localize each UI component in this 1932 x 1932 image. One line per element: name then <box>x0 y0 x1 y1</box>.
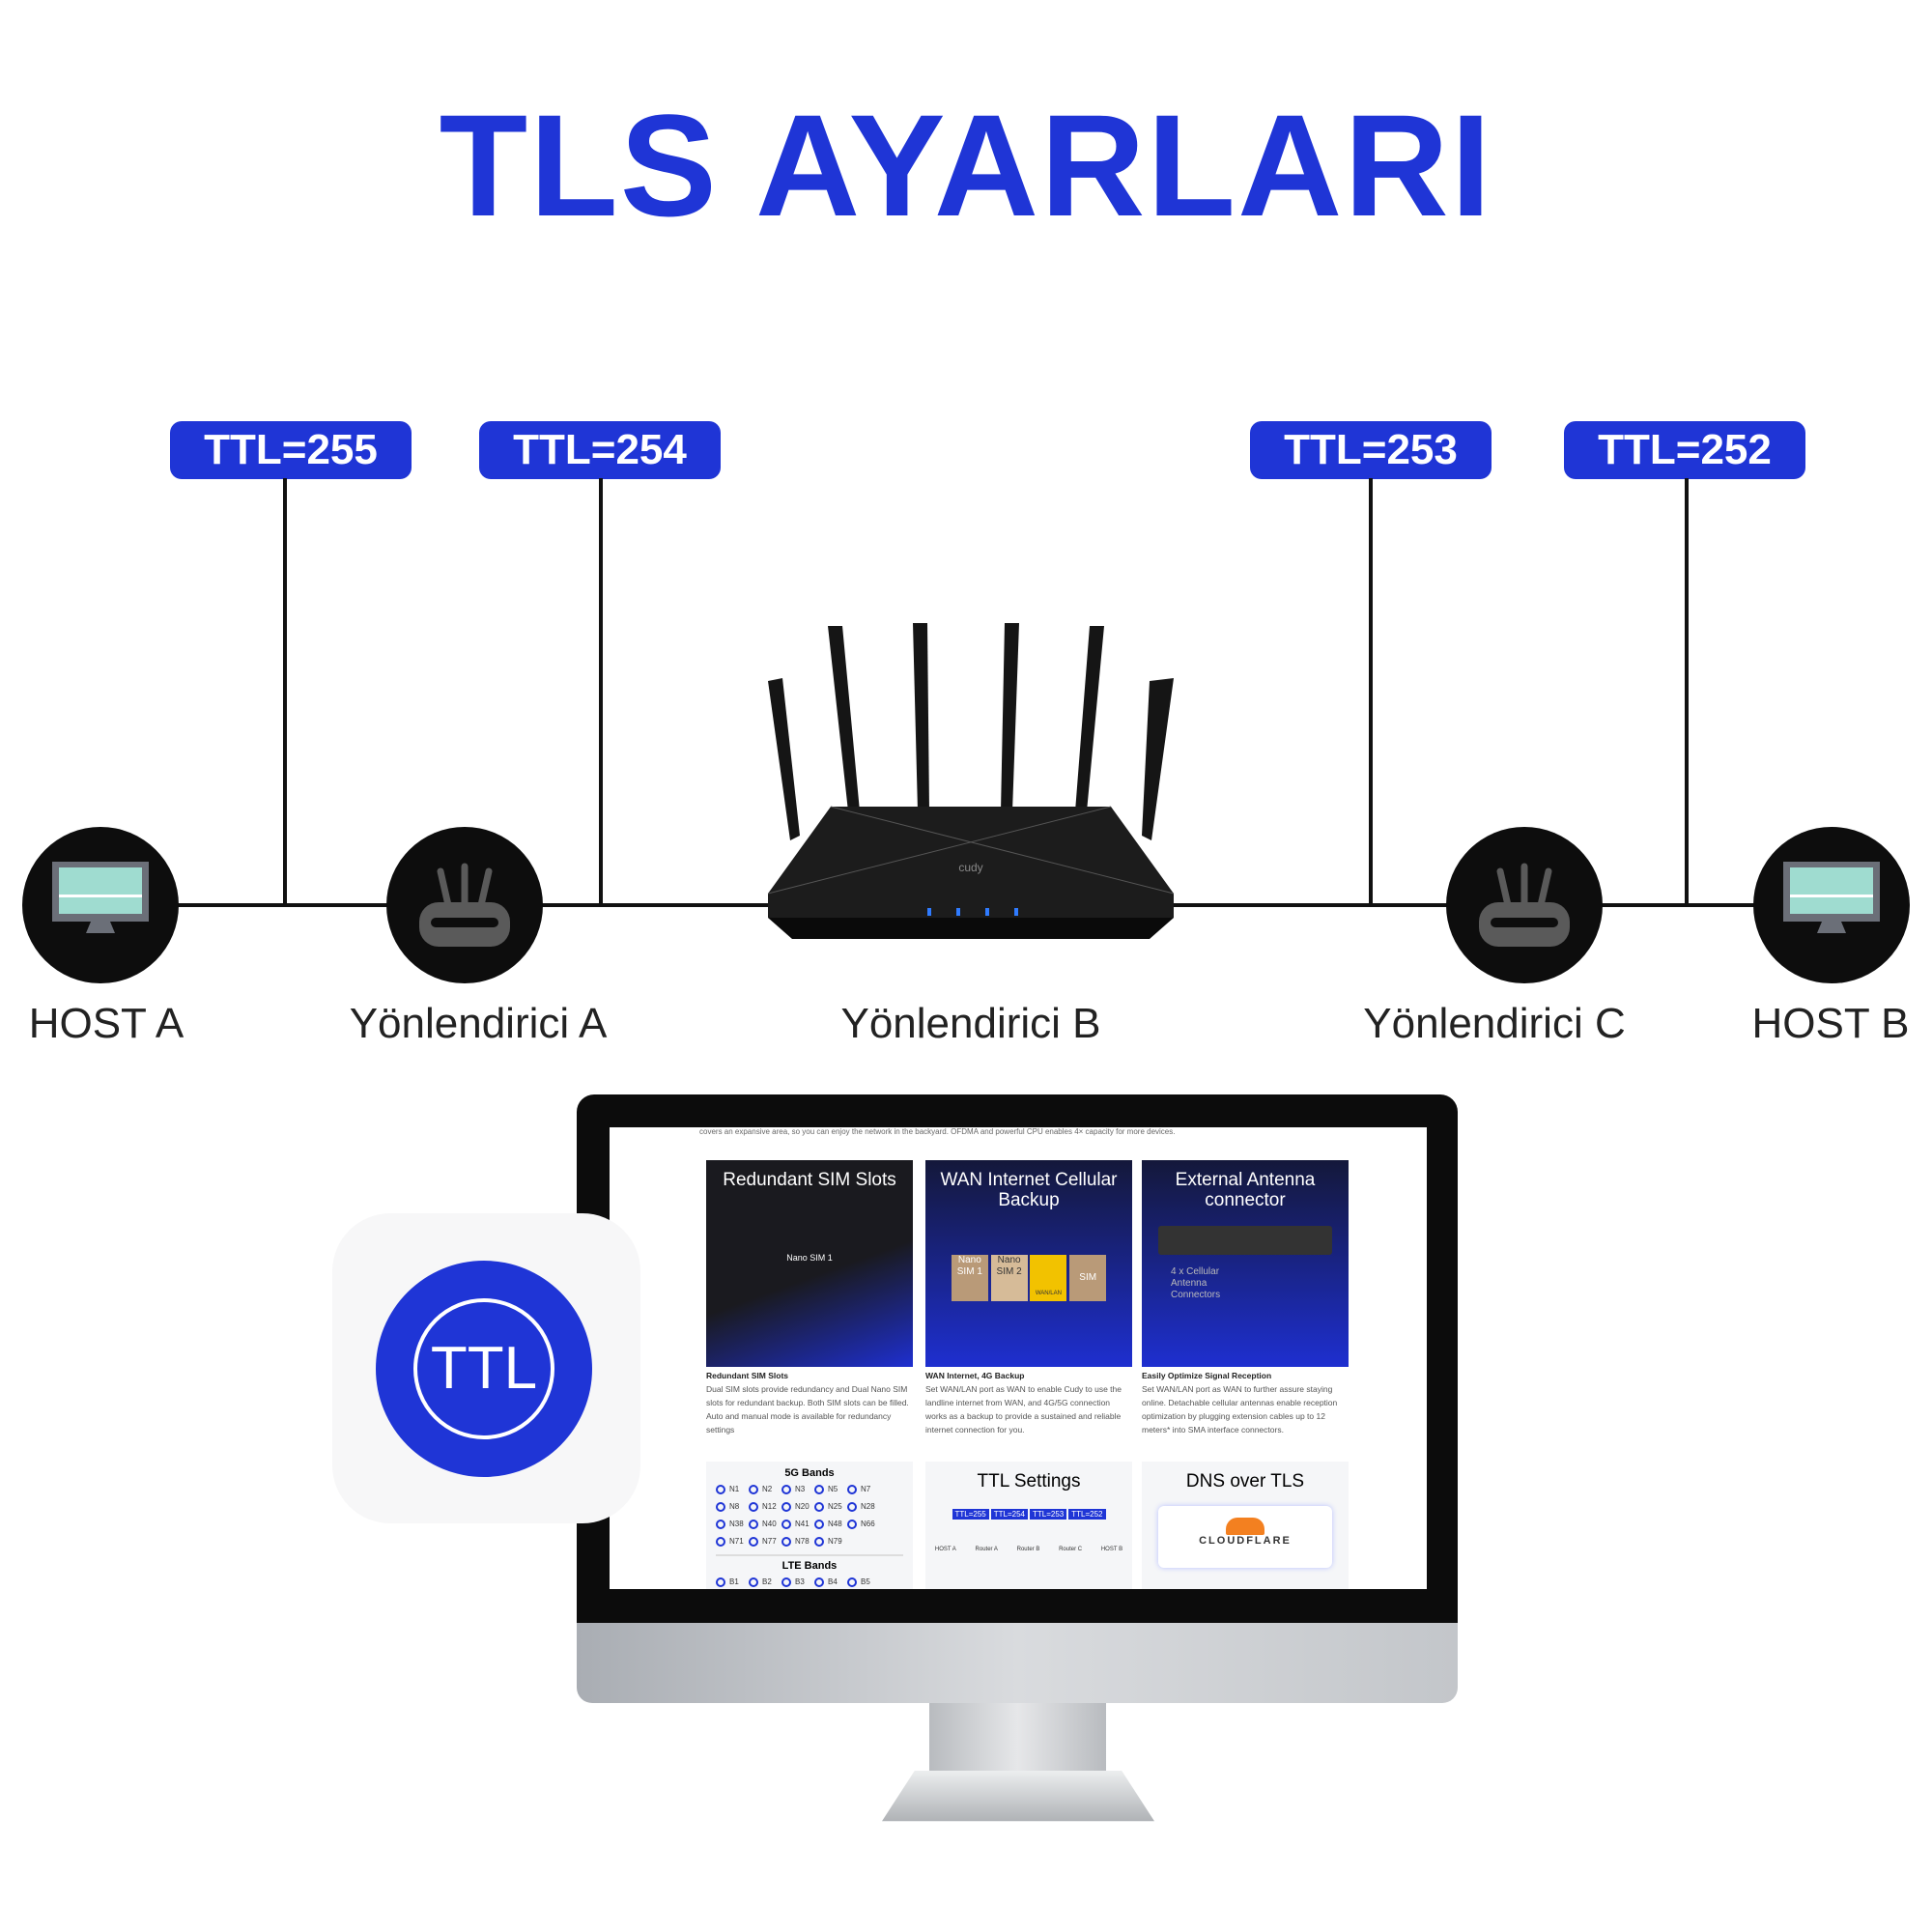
bands-title: 5G Bands <box>784 1467 835 1479</box>
feature-card-sim: Redundant SIM Slots Nano SIM 1 <box>706 1160 913 1367</box>
band-item: B5 <box>847 1577 880 1587</box>
band-item: B2 <box>749 1577 781 1587</box>
band-item: N8 <box>716 1502 749 1512</box>
host-a-node <box>22 827 179 983</box>
router-icon <box>1479 863 1570 947</box>
router-icon <box>419 863 510 947</box>
lte-title: LTE Bands <box>716 1554 903 1572</box>
band-item: B4 <box>814 1577 847 1587</box>
node-label: Yönlendirici B <box>840 1000 1101 1047</box>
band-item: N48 <box>814 1520 847 1529</box>
monitor-stand <box>929 1703 1106 1771</box>
sim-card: SIM <box>1069 1255 1107 1301</box>
cloudflare-logo: CLOUDFLARE <box>1158 1506 1332 1568</box>
band-item: N78 <box>781 1537 814 1547</box>
band-item: N41 <box>781 1520 814 1529</box>
caption-body: Set WAN/LAN port as WAN to further assur… <box>1142 1384 1338 1435</box>
card-title: Redundant SIM Slots <box>723 1170 896 1190</box>
node-label: HOST A <box>28 1000 185 1047</box>
band-item: N66 <box>847 1520 880 1529</box>
mini-node: Router C <box>1059 1547 1083 1552</box>
band-item: N28 <box>847 1502 880 1512</box>
band-item: N2 <box>749 1485 781 1494</box>
band-item: N5 <box>814 1485 847 1494</box>
dns-card: DNS over TLS CLOUDFLARE <box>1142 1462 1349 1589</box>
nano-sim-1: Nano SIM 1 <box>951 1255 988 1301</box>
connector-line <box>1685 478 1689 907</box>
mini-badge: TTL=255 <box>952 1509 989 1520</box>
mini-badge: TTL=253 <box>1030 1509 1067 1520</box>
band-item: N25 <box>814 1502 847 1512</box>
router-a-node <box>386 827 543 983</box>
mini-node: HOST A <box>934 1547 956 1552</box>
router-b-image: cudy <box>767 623 1175 939</box>
band-item: N38 <box>716 1520 749 1529</box>
feature-card-wan: WAN Internet Cellular Backup Nano SIM 1 … <box>925 1160 1132 1367</box>
monitor-screen: covers an expansive area, so you can enj… <box>610 1127 1427 1589</box>
monitor-chin <box>577 1623 1458 1703</box>
node-label: Yönlendirici C <box>1363 1000 1626 1047</box>
cloudflare-text: CLOUDFLARE <box>1199 1535 1292 1547</box>
antenna-label: 4 x Cellular Antenna Connectors <box>1171 1266 1221 1300</box>
mini-node: HOST B <box>1100 1547 1123 1552</box>
band-item: B3 <box>781 1577 814 1587</box>
dns-title: DNS over TLS <box>1185 1471 1305 1492</box>
router-c-node <box>1446 827 1603 983</box>
band-item: B1 <box>716 1577 749 1587</box>
node-label: Yönlendirici A <box>349 1000 608 1047</box>
ttl-app-label: TTL <box>413 1298 554 1439</box>
connector-line <box>283 478 287 907</box>
caption-heading: Redundant SIM Slots <box>706 1371 788 1380</box>
intro-text: covers an expansive area, so you can enj… <box>699 1127 1176 1136</box>
ttl-badge: TTL=255 <box>170 421 412 479</box>
nano-sim-2: Nano SIM 2 <box>990 1255 1028 1301</box>
card-title: WAN Internet Cellular Backup <box>940 1170 1118 1210</box>
node-label: HOST B <box>1751 1000 1910 1047</box>
computer-icon <box>52 862 149 933</box>
ttl-badge: TTL=253 <box>1250 421 1492 479</box>
mini-node: Router A <box>975 1547 998 1552</box>
band-item: N79 <box>814 1537 847 1547</box>
band-item: N1 <box>716 1485 749 1494</box>
band-item: N40 <box>749 1520 781 1529</box>
ttl-badge: TTL=254 <box>479 421 721 479</box>
band-item: N77 <box>749 1537 781 1547</box>
mini-badge: TTL=254 <box>990 1509 1028 1520</box>
feature-card-antenna: External Antenna connector 4 x Cellular … <box>1142 1160 1349 1367</box>
wan-lan-port: WAN/LAN <box>1030 1255 1067 1301</box>
connector-line <box>599 478 603 907</box>
caption-heading: Easily Optimize Signal Reception <box>1142 1371 1272 1380</box>
band-item: N3 <box>781 1485 814 1494</box>
band-item: N12 <box>749 1502 781 1512</box>
band-item: N20 <box>781 1502 814 1512</box>
router-brand: cudy <box>958 861 982 874</box>
caption-heading: WAN Internet, 4G Backup <box>925 1371 1025 1380</box>
sim-label: Nano SIM 1 <box>786 1253 833 1263</box>
mini-node: Router B <box>1016 1547 1040 1552</box>
page-title: TLS AYARLARI <box>439 84 1493 246</box>
band-item: N71 <box>716 1537 749 1547</box>
caption-body: Dual SIM slots provide redundancy and Du… <box>706 1384 909 1435</box>
host-b-node <box>1753 827 1910 983</box>
caption-body: Set WAN/LAN port as WAN to enable Cudy t… <box>925 1384 1122 1435</box>
connector-line <box>1369 478 1373 907</box>
mini-badge: TTL=252 <box>1068 1509 1106 1520</box>
ttl-title: TTL Settings <box>977 1471 1081 1492</box>
ttl-badge: TTL=252 <box>1564 421 1805 479</box>
cloud-icon <box>1226 1518 1264 1535</box>
computer-icon <box>1783 862 1880 933</box>
band-item: N7 <box>847 1485 880 1494</box>
router-back-image <box>1158 1226 1332 1255</box>
card-title: External Antenna connector <box>1175 1170 1316 1210</box>
monitor-base <box>882 1771 1154 1822</box>
